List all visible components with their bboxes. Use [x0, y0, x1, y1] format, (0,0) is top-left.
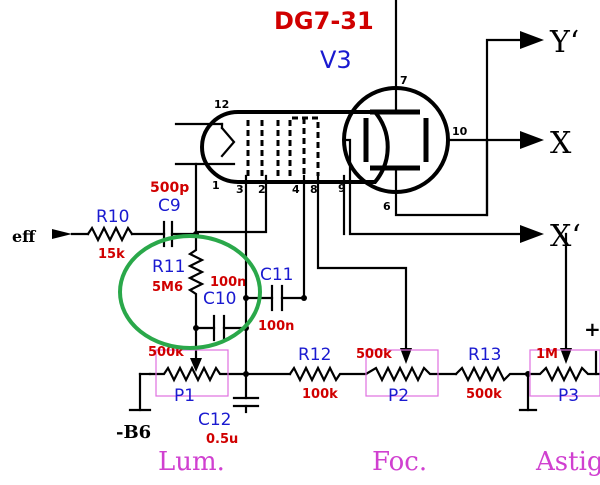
c11-value: 100n — [258, 319, 294, 334]
pin-7-label: 7 — [400, 74, 408, 87]
p3-name: P3 — [558, 386, 579, 406]
cathode-wiring — [174, 122, 236, 234]
c9-name: C9 — [158, 196, 181, 216]
p2-name: P2 — [388, 386, 409, 406]
r13-resistor — [454, 365, 530, 383]
r12-resistor — [288, 365, 368, 383]
pin-6-label: 6 — [383, 200, 391, 213]
astigmatism-control-label: Astig — [535, 447, 600, 477]
p3-potentiometer — [526, 365, 600, 383]
c10-name: C10 — [203, 289, 237, 309]
pin-2-label: 2 — [258, 183, 266, 196]
pin-4-label: 4 — [292, 183, 300, 196]
r12-value: 100k — [302, 387, 338, 402]
c11-name: C11 — [260, 265, 294, 285]
pin-12-label: 12 — [214, 98, 229, 111]
c9-value: 500p — [150, 180, 189, 196]
pin-8-label: 8 — [310, 183, 318, 196]
r13-name: R13 — [468, 345, 501, 365]
y-output-arrow-icon — [520, 31, 544, 49]
p1-potentiometer — [148, 365, 292, 383]
p2-value: 500k — [356, 347, 392, 362]
pin-1-label: 1 — [212, 179, 220, 192]
r11-value: 5M6 — [152, 280, 183, 295]
divider-chain — [128, 346, 600, 414]
c12-value: 0.5u — [206, 432, 238, 447]
p3-value: 1M — [536, 347, 558, 362]
highlight-circle — [118, 234, 262, 350]
p3-wiper-arrow-icon — [560, 348, 572, 364]
input-arrow-icon — [52, 229, 72, 239]
p1-box — [155, 349, 229, 397]
pin-3-label: 3 — [236, 183, 244, 196]
y-output-label: Y‘ — [549, 25, 579, 60]
r13-value: 500k — [466, 387, 502, 402]
p1-wiper-arrow-icon — [190, 358, 202, 372]
x-output-arrow-icon — [520, 131, 544, 149]
r11-resistor — [187, 232, 205, 350]
tube-designator-label: V3 — [320, 46, 352, 74]
p2-potentiometer — [364, 365, 458, 383]
positive-supply-label: + — [584, 317, 600, 341]
x-output-label: X — [550, 126, 572, 161]
r12-name: R12 — [298, 345, 331, 365]
tube-type-label: DG7-31 — [274, 7, 374, 35]
r10-value: 15k — [98, 247, 125, 262]
focus-control-label: Foc. — [372, 447, 427, 477]
p2-box — [365, 349, 439, 397]
r10-resistor — [86, 225, 134, 243]
luminance-control-label: Lum. — [158, 447, 225, 477]
r11-name: R11 — [152, 257, 185, 277]
deflection-wiring — [342, 0, 544, 243]
p2-wiper-arrow-icon — [400, 348, 412, 364]
input-label: eff — [12, 227, 36, 246]
x2-output-arrow-icon — [520, 225, 544, 243]
p3-box — [529, 349, 600, 397]
negative-supply-label: -B6 — [116, 422, 151, 443]
r10-name: R10 — [96, 207, 129, 227]
c10-value: 100n — [210, 275, 246, 290]
grid-wiring — [194, 174, 572, 400]
pin-9-label: 9 — [338, 182, 346, 195]
pin-10-label: 10 — [452, 125, 468, 138]
crt-tube — [200, 86, 450, 194]
p1-name: P1 — [174, 386, 195, 406]
c12-name: C12 — [198, 410, 232, 430]
